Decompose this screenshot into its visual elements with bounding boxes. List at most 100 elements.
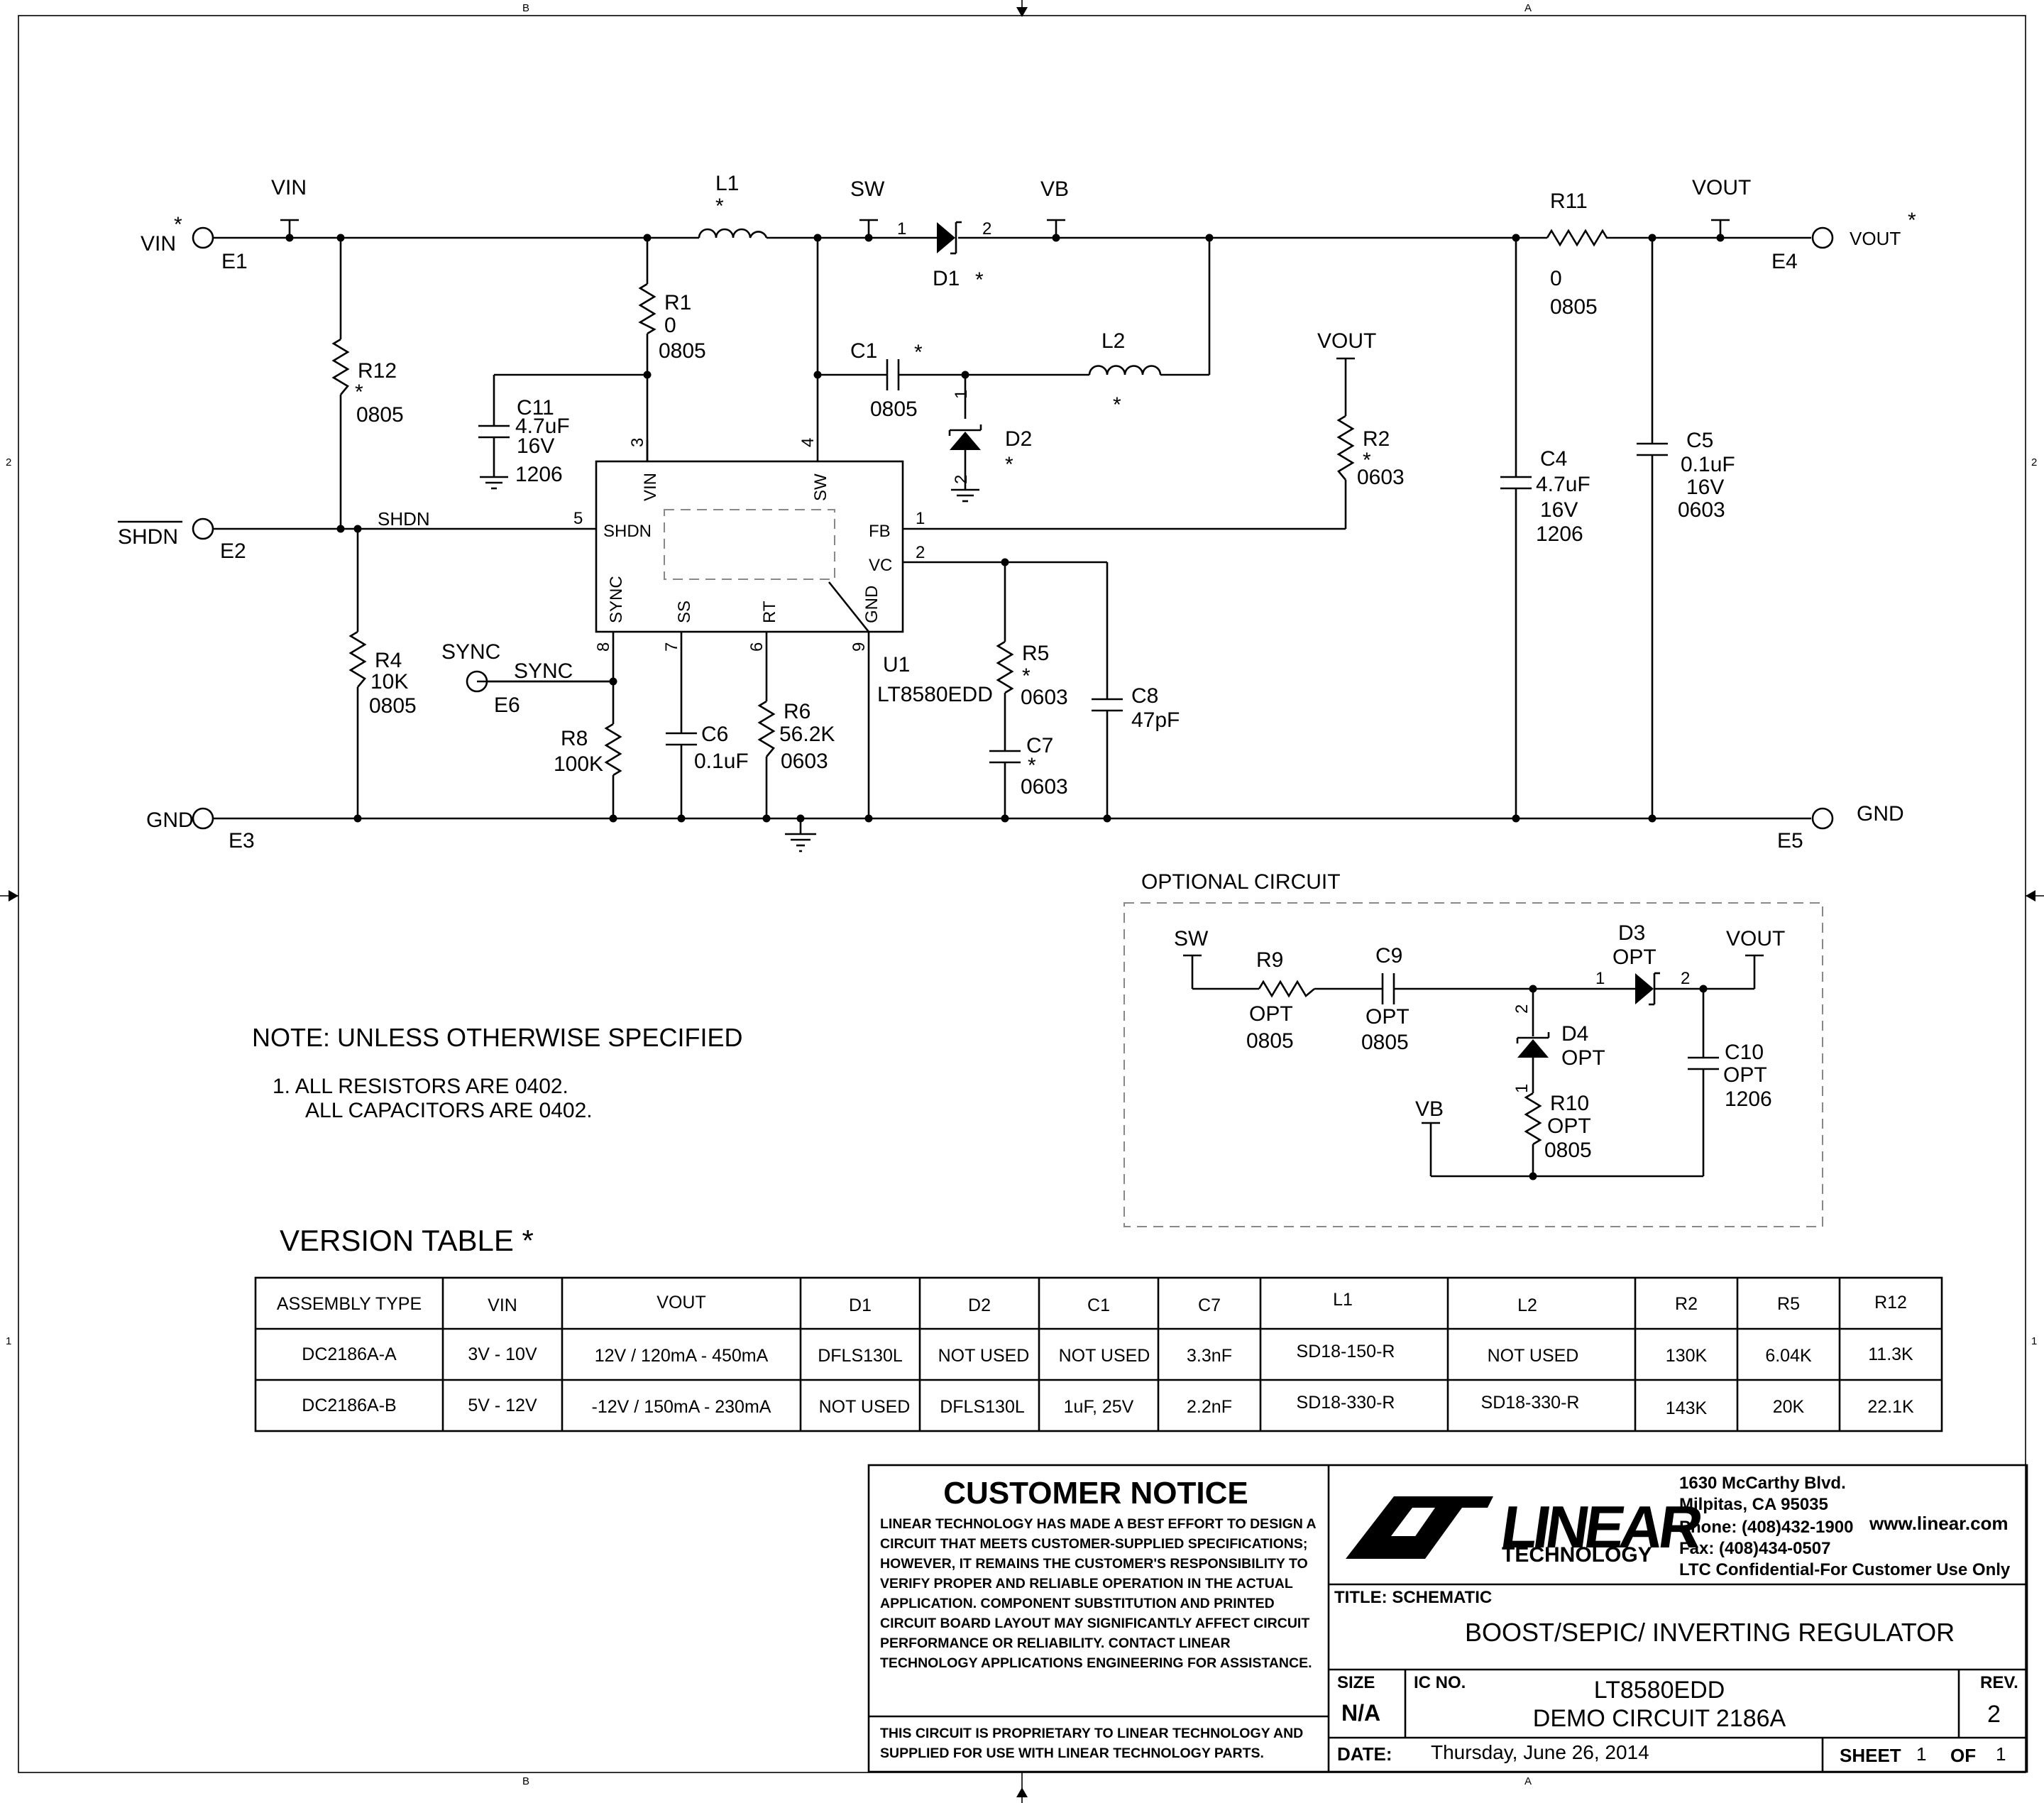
r6-ref: R6 [784,700,811,723]
title-value: BOOST/SEPIC/ INVERTING REGULATOR [1465,1618,1955,1647]
u1-pin-sw: SW [811,473,830,501]
r9-val: OPT [1249,1002,1293,1026]
capacitor-c4: C4 4.7uF 16V 1206 [1500,447,1590,546]
d3-pin1: 1 [1595,969,1605,988]
r1-val: 0 [664,314,676,337]
net-vb: VB [1040,177,1069,201]
ic-no-label: IC NO. [1414,1673,1466,1692]
vt-r2-assembly: DC2186A-B [302,1396,396,1415]
r12-ref: R12 [358,359,397,383]
net-vout-top: VOUT [1692,176,1751,199]
notice-line-5: APPLICATION. COMPONENT SUBSTITUTION AND … [880,1596,1275,1611]
u1-pin7-num: 7 [662,642,681,652]
u1-pin-vc: VC [869,556,892,575]
frame-row-1-right: 1 [2031,1335,2037,1347]
r11-pkg: 0805 [1550,295,1598,319]
r10-ref: R10 [1550,1092,1589,1115]
c4-ref: C4 [1540,447,1567,471]
terminal-e4: VOUT * E4 [1771,209,1916,273]
notice-line-7: PERFORMANCE OR RELIABILITY. CONTACT LINE… [880,1635,1231,1651]
r5-star: * [1022,664,1031,688]
l2-ref: L2 [1101,329,1125,353]
net-shdn: SHDN [378,508,430,530]
terminal-e5-ref: E5 [1777,829,1803,853]
c9-pkg: 0805 [1361,1031,1409,1054]
c1-star: * [914,341,923,364]
notice-line-2: CIRCUIT THAT MEETS CUSTOMER-SUPPLIED SPE… [880,1536,1307,1552]
u1-pin-vin: VIN [641,473,660,501]
logo-word: LINEAR [1497,1494,1706,1560]
version-table-title: VERSION TABLE * [280,1224,534,1257]
vt-r2-d1: NOT USED [819,1397,911,1417]
l1-star: * [715,194,724,218]
frame-col-b-bottom: B [522,1775,529,1787]
resistor-r12: R12 * 0805 [331,338,404,427]
terminal-shdn-label: SHDN [118,525,178,549]
d4-pin2: 2 [1512,1004,1532,1014]
terminal-e5: GND E5 [1777,802,1904,853]
vt-r2-c7: 2.2nF [1187,1397,1232,1417]
c5-volt: 16V [1686,476,1724,499]
vt-r1-vin: 3V - 10V [468,1344,537,1364]
resistor-r2: R2 * 0603 [1336,415,1405,489]
l1-ref: L1 [715,172,739,195]
r4-ref: R4 [375,649,402,672]
vt-header-vin: VIN [488,1295,517,1315]
notice-line-3: HOWEVER, IT REMAINS THE CUSTOMER'S RESPO… [880,1556,1308,1572]
phone: Phone: (408)432-1900 [1679,1518,1853,1537]
r10-val: OPT [1547,1114,1591,1138]
vt-header-c1: C1 [1087,1295,1110,1315]
r6-pkg: 0603 [781,750,828,773]
vt-r2-vout: -12V / 150mA - 230mA [592,1397,771,1417]
vt-header-assembly-type: ASSEMBLY TYPE [277,1294,422,1314]
confidential-line: LTC Confidential-For Customer Use Only [1679,1560,2011,1579]
capacitor-c11: C11 4.7uF 16V 1206 [478,396,570,490]
r6-val: 56.2K [779,723,835,746]
vt-r1-l2: NOT USED [1488,1346,1579,1366]
vt-r1-assembly: DC2186A-A [302,1344,397,1364]
vt-header-r12: R12 [1874,1293,1907,1312]
c5-val: 0.1uF [1681,453,1735,476]
vt-r2-l2: SD18-330-R [1481,1393,1580,1413]
u1-pin5-num: 5 [573,509,583,528]
ic-no-value-2: DEMO CIRCUIT 2186A [1533,1705,1786,1732]
l2-star: * [1113,393,1121,417]
ic-no-value-1: LT8580EDD [1594,1677,1725,1704]
notes-line-2: ALL CAPACITORS ARE 0402. [305,1099,593,1122]
address-line-2: Milpitas, CA 95035 [1679,1495,1828,1514]
capacitor-c8: C8 47pF [1092,684,1180,732]
terminal-e6-ref: E6 [494,694,520,717]
r8-val: 100K [554,752,603,776]
u1-part: LT8580EDD [877,683,993,706]
terminal-vin-label: VIN [141,232,176,256]
optional-circuit: OPTIONAL CIRCUIT [1123,870,1823,1227]
d3-ref: D3 [1618,921,1645,945]
net-labels: VIN SW VB VOUT VOUT SHDN SYNC [271,176,1751,683]
u1-pin-sync: SYNC [607,576,626,623]
d3-pin2: 2 [1681,969,1690,988]
r2-pkg: 0603 [1357,466,1405,489]
u1-pin9-num: 9 [850,642,869,652]
c11-volt: 16V [517,434,554,458]
ground-symbol [785,833,816,853]
version-table: VERSION TABLE * ASSEMBLY TYPE VIN VOUT D… [254,1224,1943,1432]
d2-pin2: 2 [952,475,971,484]
ic-u1: 3 4 5 1 2 8 7 6 9 VIN SW SHDN FB VC SYNC… [573,438,993,706]
opt-net-vout: VOUT [1726,927,1785,950]
terminal-e2: SHDN E2 [118,517,246,563]
resistor-r6: R6 56.2K 0603 [757,700,835,773]
vt-r2-r5: 20K [1773,1397,1805,1417]
c9-val: OPT [1366,1005,1410,1029]
c8-ref: C8 [1131,684,1158,708]
frame-col-b-top: B [522,2,529,14]
r1-pkg: 0805 [659,339,706,363]
c1-ref: C1 [850,339,877,363]
d3-val: OPT [1612,946,1656,969]
c8-val: 47pF [1131,708,1180,732]
r11-val: 0 [1550,267,1562,290]
u1-pin3-num: 3 [628,438,647,447]
optional-title: OPTIONAL CIRCUIT [1141,870,1341,894]
notice-line-8: TECHNOLOGY APPLICATIONS ENGINEERING FOR … [880,1655,1312,1671]
linear-technology-logo: LINEAR TECHNOLOGY [1346,1494,1706,1567]
vt-r2-l1: SD18-330-R [1297,1393,1395,1413]
